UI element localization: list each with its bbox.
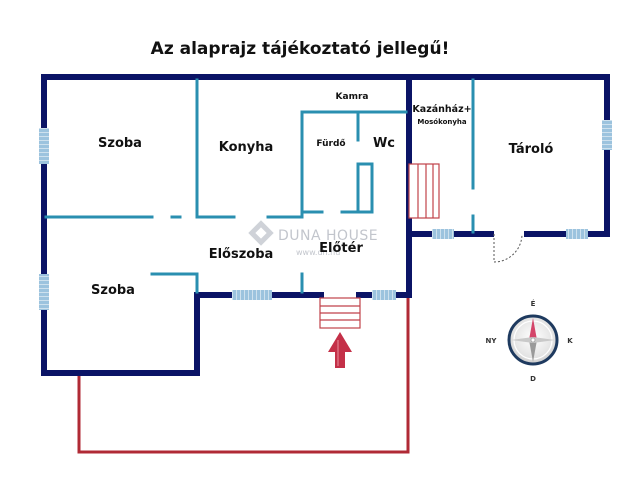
compass-needle-north [529, 318, 537, 340]
room-label-tarolo: Tároló [509, 142, 554, 157]
storage-door-gap [494, 230, 524, 238]
room-label-mosokonyha: Mosókonyha [417, 118, 467, 126]
room-label-furdo: Fürdő [316, 139, 345, 149]
room-label-wc: Wc [373, 136, 395, 151]
room-label-szoba-bottom: Szoba [91, 283, 135, 298]
entrance-arrow [328, 332, 352, 368]
window [39, 128, 49, 164]
window [39, 274, 49, 310]
entrance-steps [319, 297, 361, 329]
room-label-kazanhaz: Kazánház+ [412, 104, 471, 115]
compass-needle-south [529, 340, 537, 362]
watermark-url: www.dh.hu [296, 248, 340, 257]
window [602, 120, 612, 150]
room-label-eloszoba: Előszoba [209, 247, 274, 262]
inner-walls [44, 78, 475, 294]
compass-label-east: K [567, 337, 573, 345]
boiler-room-stairs [408, 163, 440, 219]
compass-label-west: NY [486, 337, 498, 345]
door-swing [493, 233, 523, 263]
room-label-kamra: Kamra [336, 92, 369, 102]
window [432, 229, 454, 239]
window [372, 290, 396, 300]
window [232, 290, 272, 300]
room-label-szoba-top: Szoba [98, 136, 142, 151]
plan-title: Az alaprajz tájékoztató jellegű! [151, 39, 450, 59]
compass: É D K NY [486, 299, 574, 383]
window [566, 229, 588, 239]
compass-label-north: É [531, 299, 536, 308]
terrace-outline [77, 295, 410, 454]
compass-label-south: D [530, 375, 536, 383]
room-label-konyha: Konyha [219, 140, 274, 155]
room-label-eloter: Előtér [319, 241, 363, 256]
watermark-brand: DUNA HOUSE [278, 228, 378, 244]
